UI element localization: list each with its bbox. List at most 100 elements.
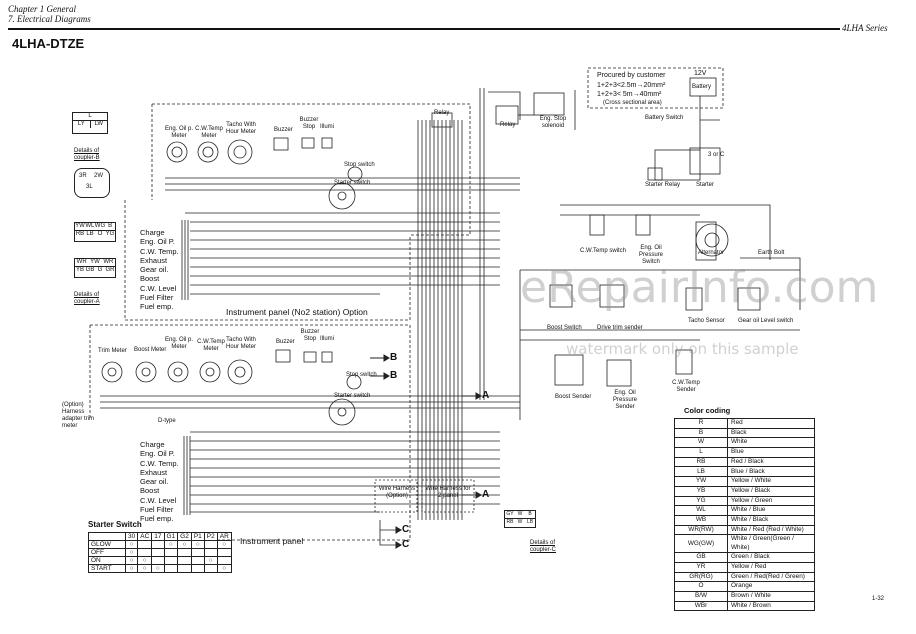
earth-bolt-label: Earth Bolt [758, 250, 785, 256]
watermark-site: eRepairInfo.com [520, 262, 879, 313]
boost-switch-label: Boost Switch [547, 325, 582, 331]
color-name: White / Green(Green / White) [727, 534, 815, 554]
top-buzzer-stop-label: Buzzer Stop [299, 117, 319, 130]
color-code: YG [674, 495, 728, 507]
color-name: Black [727, 427, 815, 439]
coupler-a-pin: GB [85, 267, 95, 273]
battery-label: Battery [692, 84, 712, 90]
bottom-stop-switch-label: Stop switch [346, 372, 377, 378]
coupler-c-diagram: GY W B RB W LB [504, 510, 536, 528]
coupler-a-pin: WL [85, 223, 95, 229]
eng-oil-pressure-sender-label: Eng. Oil Pressure Sender [612, 390, 637, 410]
coupler-a-pin: B [108, 223, 113, 229]
signal-oil: Eng. Oil P. [140, 237, 175, 247]
ss-col: P1 [190, 532, 205, 541]
color-code: L [674, 447, 728, 458]
watermark-note: watermark only on this sample [566, 340, 799, 358]
color-coding-title: Color coding [684, 406, 731, 415]
series-label: 4LHA Series [842, 23, 888, 33]
signal-cw-level: C.W. Level [140, 495, 177, 505]
ss-col: G1 [163, 532, 179, 541]
coupler-b-pin: L [73, 113, 107, 121]
harness-relay-label: Relay [434, 110, 450, 116]
starter-switch-table: 30 AC 17 G1 G2 P1 P2 AR GLOW○○○○○ OFF○ O… [88, 532, 232, 573]
color-name: Yellow / Green [727, 495, 815, 507]
color-code-row: GR(RG)Green / Red(Red / Green) [674, 571, 815, 583]
alternator-label: Alternator [698, 250, 725, 256]
signal-exhaust: Exhaust [140, 255, 168, 265]
cw-temp-sender-label: C.W.Temp Sender [672, 380, 700, 393]
arrow-c-2: C [402, 539, 410, 550]
coupler-a-pin: YG [105, 231, 115, 237]
ss-row: OFF [88, 548, 126, 557]
top-starter-switch-label: Starter switch [334, 180, 371, 186]
signal-gear-oil: Gear oil. [140, 477, 169, 487]
signal-fuel-filter: Fuel Filter [140, 293, 174, 303]
signal-fuel-emp: Fuel emp. [140, 302, 174, 312]
arrow-b-1: B [390, 352, 398, 363]
color-name: Orange [727, 581, 815, 592]
color-code-row: WR(RW)White / Red (Red / White) [674, 524, 815, 536]
bottom-illumi-label: Illumi [320, 336, 335, 342]
coupler-a-pin: GR [105, 267, 115, 273]
coupler-b-pin: LY [73, 121, 91, 128]
top-stop-switch-label: Stop switch [344, 162, 375, 168]
bottom-starter-switch-label: Starter switch [334, 393, 371, 399]
coupler-a-top: YW WL WG B RB LB O YG [74, 222, 116, 242]
battery-switch-label: Battery Switch [645, 115, 684, 121]
bottom-buzzer-stop-label: Buzzer Stop [300, 329, 320, 342]
color-code-row: WG(GW)White / Green(Green / White) [674, 534, 815, 554]
three-or-c-label: 3 or C [708, 152, 725, 158]
chapter-title: Chapter 1 General [8, 4, 76, 14]
cw-temp-switch-label: C.W.Temp switch [580, 248, 627, 254]
coupler-a-pin: YW [75, 223, 85, 229]
color-code: RB [674, 456, 728, 468]
arrow-c-1: C [402, 524, 410, 535]
coupler-a-pin: WG [94, 223, 106, 229]
coupler-c-pin: B [528, 511, 532, 517]
coupler-c-label: Details of coupler-C [530, 540, 557, 553]
arrow-a-1: A [482, 390, 490, 401]
arrow-a-2: A [482, 489, 490, 500]
starter-relay-label: Starter Relay [645, 182, 681, 188]
color-code: YB [674, 485, 728, 497]
ss-row: ON [88, 556, 126, 565]
top-gauge-tacho-label: Tacho With Hour Meter [225, 122, 256, 135]
bottom-gauge-trim-label: Trim Meter [98, 348, 127, 354]
signal-temp: C.W. Temp. [140, 246, 179, 256]
signal-charge: Charge [140, 440, 165, 449]
coupler-c-pin: W [517, 519, 523, 525]
coupler-b-round: 3R 2W 3L [74, 168, 110, 198]
color-code: YR [674, 561, 728, 573]
ss-col: G2 [177, 532, 192, 541]
model-title: 4LHA-DTZE [12, 36, 85, 51]
coupler-b-round-pin: 3R [79, 173, 87, 179]
color-code: WG(GW) [674, 534, 728, 554]
color-name: White / Blue [727, 505, 815, 516]
color-name: Blue / Black [727, 466, 815, 478]
coupler-a-pin: LB [86, 231, 94, 237]
harness-adapter-note: (Option) Harness adapter trim meter [62, 402, 95, 429]
top-gauge-oil-label: Eng. Oil p. Meter [164, 126, 193, 139]
section-title: 7. Electrical Diagrams [8, 14, 91, 24]
color-code: LB [674, 466, 728, 478]
color-code: YW [674, 476, 728, 487]
bottom-buzzer-label: Buzzer [276, 339, 295, 345]
coupler-b-label: Details of coupler-B [74, 148, 100, 161]
color-code: GB [674, 552, 728, 563]
coupler-a-pin: WR [76, 259, 87, 265]
color-name: Green / Black [727, 552, 815, 563]
ss-row: GLOW [88, 540, 126, 549]
wire-harness-option-label: Wire Harness (Option) [378, 486, 416, 499]
top-panel-title: Instrument panel (No2 station) Option [226, 307, 368, 317]
top-signal-list: Charge Eng. Oil P. C.W. Temp. Exhaust Ge… [140, 228, 179, 312]
top-buzzer-label: Buzzer [274, 127, 293, 133]
bottom-gauge-tacho-label: Tacho With Hour Meter [225, 337, 256, 350]
color-code: WB [674, 514, 728, 526]
color-name: Yellow / Red [727, 561, 815, 573]
